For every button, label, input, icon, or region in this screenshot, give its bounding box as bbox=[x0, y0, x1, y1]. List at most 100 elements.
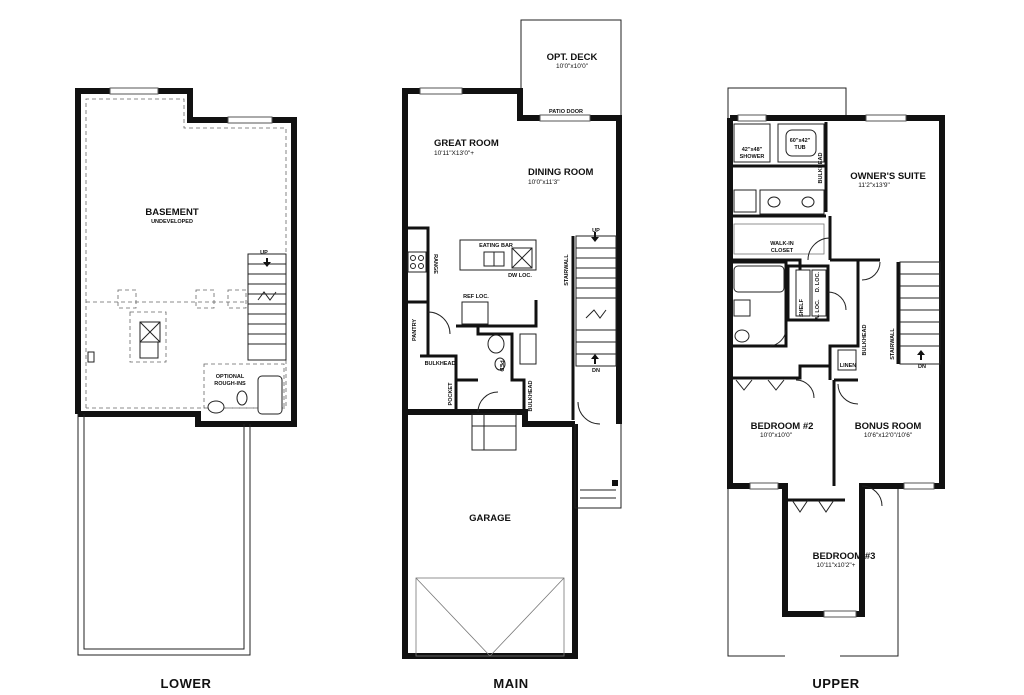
basement-stairs bbox=[247, 253, 287, 361]
kitchen-island bbox=[459, 239, 537, 271]
up-arrow-icon bbox=[263, 258, 271, 267]
roof-outline bbox=[840, 486, 899, 657]
bath-door-swing[interactable] bbox=[769, 329, 787, 347]
washer-loc-label: W. LOC. bbox=[815, 299, 821, 321]
tub-label: TUB bbox=[794, 145, 805, 151]
washer-dryer-icon bbox=[811, 269, 827, 317]
ped-label: PED bbox=[498, 360, 504, 371]
toilet-icon bbox=[733, 299, 751, 317]
range-icon bbox=[407, 251, 427, 273]
pantry-door-swing[interactable] bbox=[427, 311, 451, 335]
patio-door[interactable] bbox=[539, 114, 591, 122]
kitchen-counter bbox=[405, 226, 430, 304]
sump-pit-icon bbox=[87, 351, 95, 363]
eating-bar-label: EATING BAR bbox=[479, 243, 513, 249]
basement-note: UNDEVELOPED bbox=[151, 219, 193, 225]
shower-icon bbox=[733, 123, 771, 163]
bedroom2-closet-door[interactable] bbox=[735, 379, 753, 391]
basement-exterior-wall bbox=[75, 88, 297, 427]
bonus-room-label: BONUS ROOM bbox=[855, 421, 922, 432]
closet-door-swing[interactable] bbox=[807, 237, 831, 261]
bath-tub-icon bbox=[733, 265, 785, 293]
upper-window bbox=[823, 610, 857, 618]
stairs-down-label: DN bbox=[592, 368, 600, 374]
lower-level-plan: BASEMENT UNDEVELOPED UP OPTIONAL ROUGH-I… bbox=[75, 87, 297, 656]
toilet-icon bbox=[733, 189, 757, 213]
laundry-wall bbox=[786, 264, 830, 322]
pocket-label: POCKET bbox=[448, 382, 454, 406]
bonus-room-dim: 10'6"x12'0"/10'6" bbox=[864, 432, 913, 439]
great-room-label: GREAT ROOM bbox=[434, 138, 499, 149]
upper-stairs bbox=[896, 261, 941, 365]
front-door-swing[interactable] bbox=[577, 401, 601, 425]
stairs-up-label: UP bbox=[592, 228, 600, 234]
opt-deck-dim: 10'0"x10'0" bbox=[556, 63, 589, 70]
garage-wall bbox=[402, 412, 578, 659]
shelf-icon bbox=[795, 269, 811, 317]
down-arrow-icon bbox=[917, 350, 925, 360]
bedroom3-closet-door[interactable] bbox=[817, 499, 835, 513]
owner-door-swing[interactable] bbox=[861, 261, 881, 281]
roof-outline bbox=[727, 87, 847, 118]
walk-in-label: WALK-IN bbox=[770, 241, 794, 247]
powder-room-wall bbox=[476, 326, 526, 412]
dining-room-label: DINING ROOM bbox=[528, 167, 594, 178]
main-level-title: MAIN bbox=[493, 676, 528, 691]
bath-wall bbox=[730, 260, 788, 348]
dw-loc-label: DW LOC. bbox=[508, 273, 532, 279]
down-arrow-icon bbox=[591, 354, 599, 364]
sink-icon bbox=[734, 329, 750, 343]
bedroom2-door-swing[interactable] bbox=[795, 379, 815, 399]
great-room-dim: 10'11"X13'0"+ bbox=[434, 150, 474, 157]
owners-suite-label: OWNER'S SUITE bbox=[850, 171, 926, 182]
kitchen-back-wall bbox=[456, 300, 538, 328]
bonus-door-swing[interactable] bbox=[837, 383, 859, 405]
exterior-light-icon bbox=[612, 480, 618, 486]
optional-label: OPTIONAL bbox=[216, 374, 245, 380]
upper-level-plan: 42"x48" SHOWER 60"x42" TUB BULKHEAD OWNE… bbox=[727, 87, 945, 657]
lower-outline-inner bbox=[83, 414, 245, 650]
furnace-icon bbox=[129, 311, 167, 363]
bedroom3-door-swing[interactable] bbox=[861, 485, 883, 507]
main-level-plan: OPT. DECK 10'0"x10'0" PATIO DOOR GREAT R… bbox=[402, 19, 622, 659]
powder-door-swing[interactable] bbox=[477, 391, 499, 413]
range-label: RANGE bbox=[432, 254, 438, 274]
bulkhead-label: BULKHEAD bbox=[862, 325, 868, 356]
dishwasher-icon bbox=[511, 247, 533, 269]
opt-deck-label: OPT. DECK bbox=[547, 52, 598, 63]
owners-suite-dim: 11'2"x13'9" bbox=[858, 182, 890, 189]
patio-door-label: PATIO DOOR bbox=[549, 109, 583, 115]
ref-loc-label: REF LOC. bbox=[463, 294, 489, 300]
bedroom2-closet-door[interactable] bbox=[767, 379, 785, 391]
pantry-label: PANTRY bbox=[412, 319, 418, 341]
upper-window bbox=[865, 114, 907, 122]
shower-label: SHOWER bbox=[740, 154, 765, 160]
shelf-label: SHELF bbox=[799, 298, 805, 317]
linen-closet-icon bbox=[837, 349, 857, 371]
post-pad bbox=[195, 289, 215, 309]
bedroom3-closet-door[interactable] bbox=[791, 499, 809, 513]
main-window bbox=[419, 87, 463, 95]
vanity-icon bbox=[759, 189, 825, 215]
laundry-door-swing[interactable] bbox=[827, 291, 847, 311]
linen-label: LINEN bbox=[840, 363, 857, 369]
bulkhead-label: BULKHEAD bbox=[425, 361, 456, 367]
bedroom3-dim: 10'11"x10'2"+ bbox=[817, 562, 856, 569]
bedroom3-label: BEDROOM #3 bbox=[813, 551, 876, 562]
stairs-down-label: DN bbox=[918, 364, 926, 370]
basement-window bbox=[227, 116, 273, 124]
closet-icon bbox=[519, 333, 537, 365]
main-stairs bbox=[571, 235, 617, 367]
rough-in-sink-icon bbox=[207, 400, 225, 414]
rough-in-area bbox=[203, 363, 285, 409]
lower-outline bbox=[77, 414, 251, 656]
bulkhead-label: BULKHEAD bbox=[818, 153, 824, 184]
toilet-icon bbox=[487, 334, 505, 354]
fridge-icon bbox=[461, 301, 489, 325]
basement-label: BASEMENT bbox=[145, 207, 199, 218]
stairwall-label: STAIRWALL bbox=[564, 254, 570, 286]
upper-window bbox=[749, 482, 779, 490]
rough-ins-label: ROUGH-INS bbox=[214, 381, 246, 387]
front-entry bbox=[574, 424, 622, 509]
